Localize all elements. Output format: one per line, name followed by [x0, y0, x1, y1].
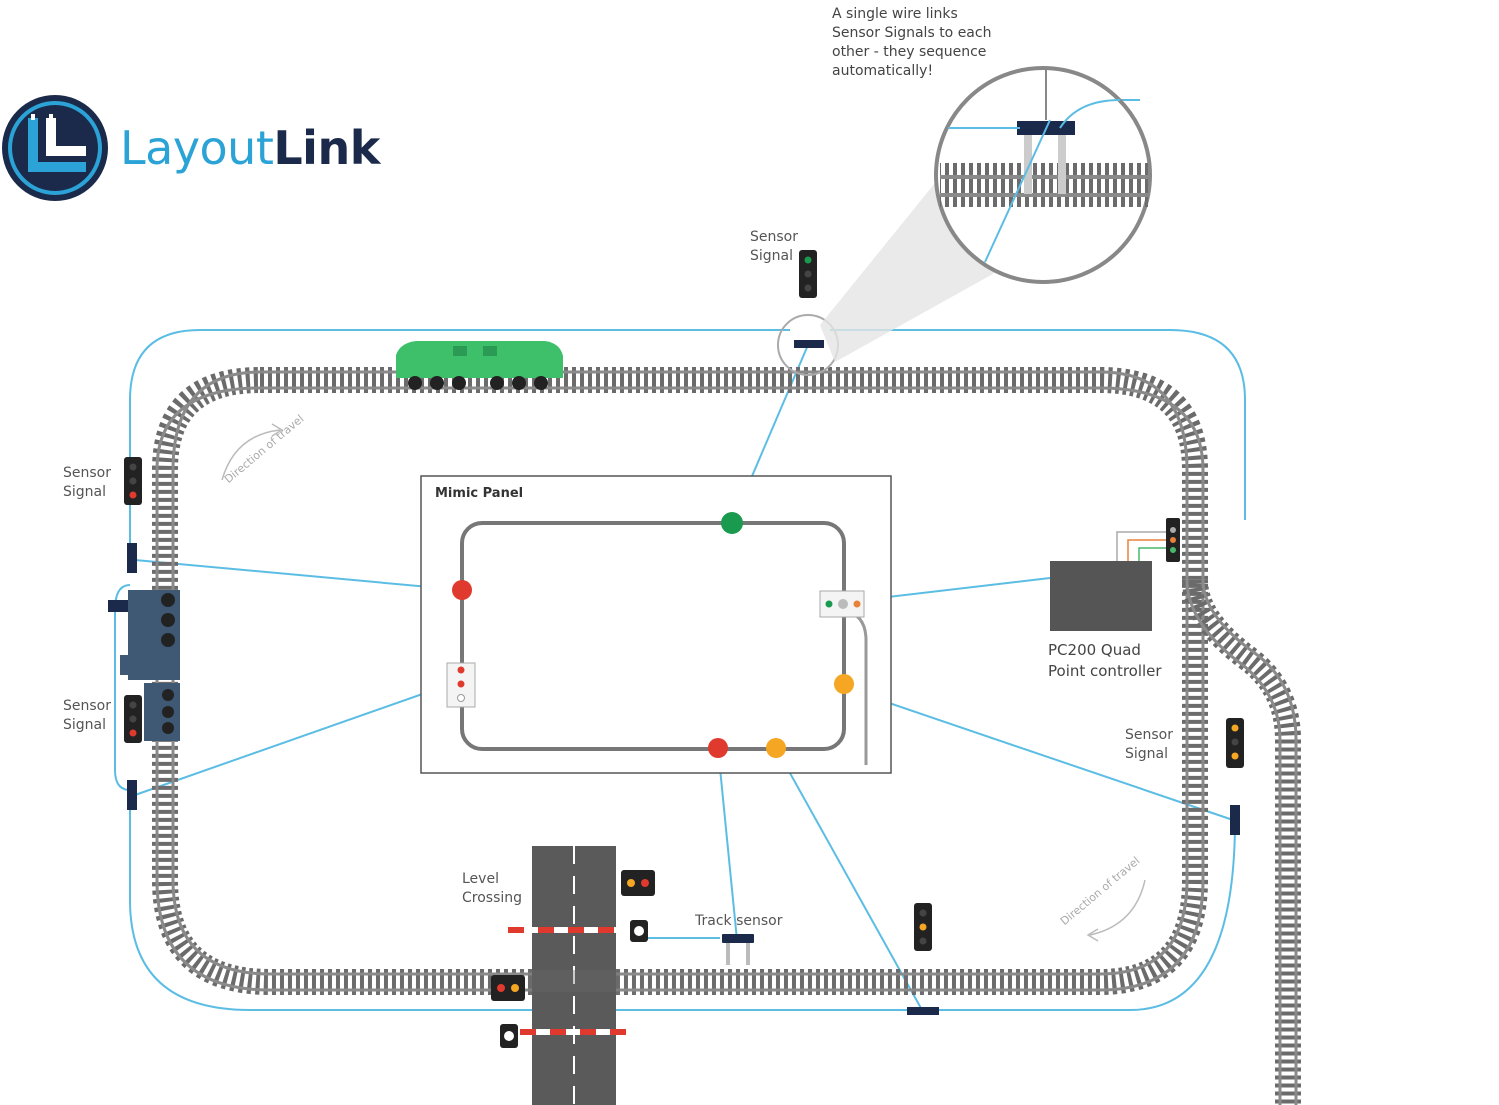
point-controller-box [1050, 561, 1152, 631]
signal-top [777, 250, 839, 376]
label-point-controller: PC200 Quad Point controller [1048, 641, 1162, 680]
level-crossing [491, 846, 655, 1105]
point-signal-right [1166, 518, 1180, 562]
logo-word-light: Layout [120, 121, 274, 175]
logo-wordmark: LayoutLink [120, 120, 380, 176]
locomotive-blue [108, 590, 180, 741]
signal-bottom [907, 903, 939, 1015]
logo-word-bold: Link [273, 121, 380, 175]
label-sensor-signal-top: Sensor Signal [750, 229, 798, 264]
signal-right [1226, 718, 1244, 835]
label-sensor-signal-left-lower: Sensor Signal [63, 698, 111, 733]
locomotive-green [396, 341, 563, 390]
signal-left-upper [124, 457, 142, 573]
signal-left-lower [124, 695, 142, 810]
label-track-sensor: Track sensor [695, 913, 783, 929]
label-level-crossing: Level Crossing [462, 871, 523, 906]
magnifier-callout [820, 66, 1152, 362]
direction-arrows [221, 423, 1146, 942]
mimic-panel-title: Mimic Panel [435, 486, 524, 501]
mimic-panel [420, 475, 892, 774]
label-sensor-signal-left-upper: Sensor Signal [63, 465, 111, 500]
logo-icon [2, 95, 108, 201]
label-sensor-signal-right: Sensor Signal [1125, 727, 1173, 762]
controller-wires [1116, 531, 1172, 566]
branch-track [1182, 579, 1301, 1105]
main-loop-track [152, 367, 1208, 995]
callout-text: A single wire links Sensor Signals to ea… [832, 6, 992, 79]
callout-track [940, 163, 1148, 207]
track-sensor-icon [722, 934, 754, 965]
